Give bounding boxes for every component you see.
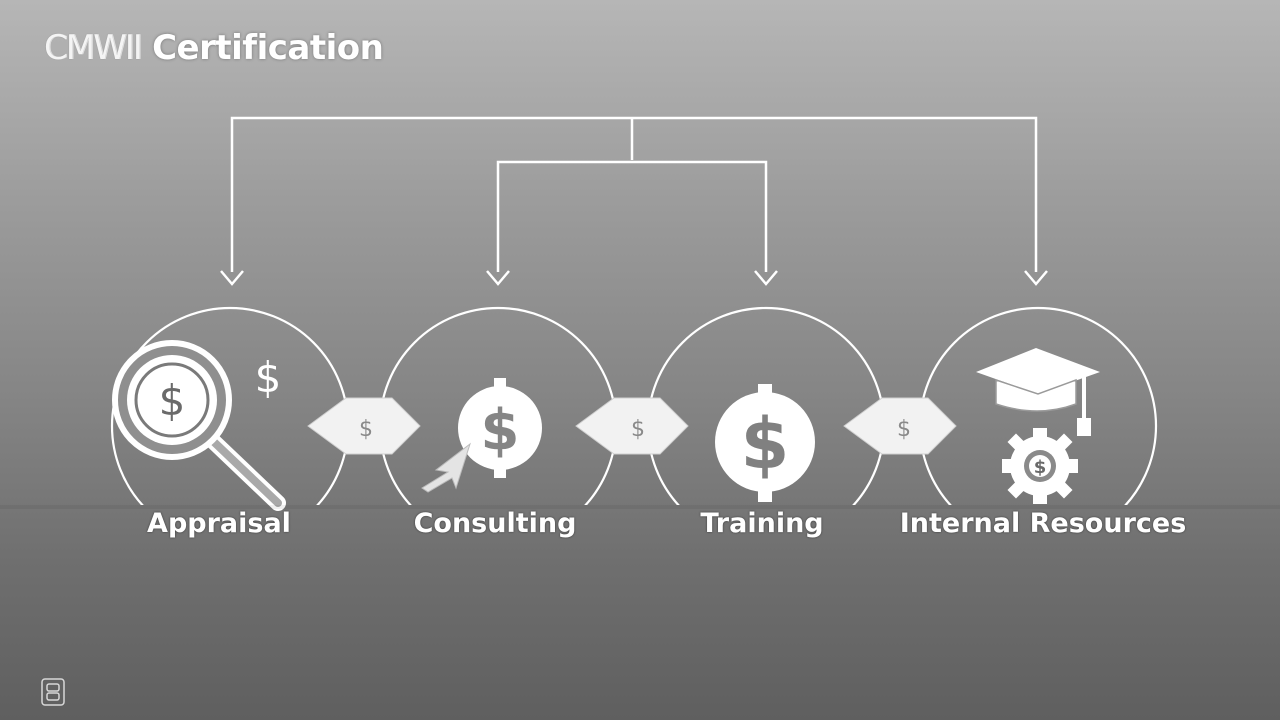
dollar-coin-icon: $: [715, 384, 815, 502]
node-label-internal-resources: Internal Resources: [899, 508, 1187, 539]
connector-diamond-2: $: [575, 397, 689, 455]
svg-text:$: $: [741, 403, 790, 485]
svg-text:$: $: [1034, 457, 1047, 478]
outer-bracket-line: [230, 116, 1038, 272]
node-label-consulting: Consulting: [413, 508, 577, 539]
arrow-down-icon: [486, 270, 510, 286]
svg-text:$: $: [631, 417, 645, 442]
connector-diamond-3: $: [843, 397, 957, 455]
connector-tree: [230, 116, 1038, 272]
svg-text:$: $: [159, 376, 186, 425]
title-text: Certification: [140, 28, 384, 68]
arrowheads: [220, 270, 1048, 286]
inner-bracket-line: [496, 118, 768, 272]
divider-band: [0, 505, 1280, 509]
node-label-appraisal: Appraisal: [147, 508, 291, 539]
svg-text:$: $: [897, 417, 911, 442]
arrow-down-icon: [1024, 270, 1048, 286]
arrow-down-icon: [754, 270, 778, 286]
page-title: CMWII Certification: [44, 28, 384, 68]
connector-diamond-1: $: [307, 397, 421, 455]
graduation-cap-gear-icon: $: [976, 348, 1100, 504]
gear-icon: $: [1002, 428, 1078, 504]
arrow-down-icon: [220, 270, 244, 286]
slide-logo-icon: [41, 678, 65, 706]
title-abbreviation: CMWII: [44, 28, 143, 68]
magnifier-dollar-icon: $ $: [112, 340, 286, 511]
dollar-cursor-icon: $: [421, 378, 542, 493]
dollar-sign-icon: $: [255, 353, 282, 402]
svg-text:$: $: [359, 417, 373, 442]
svg-text:$: $: [481, 398, 520, 463]
node-label-training: Training: [700, 508, 824, 539]
